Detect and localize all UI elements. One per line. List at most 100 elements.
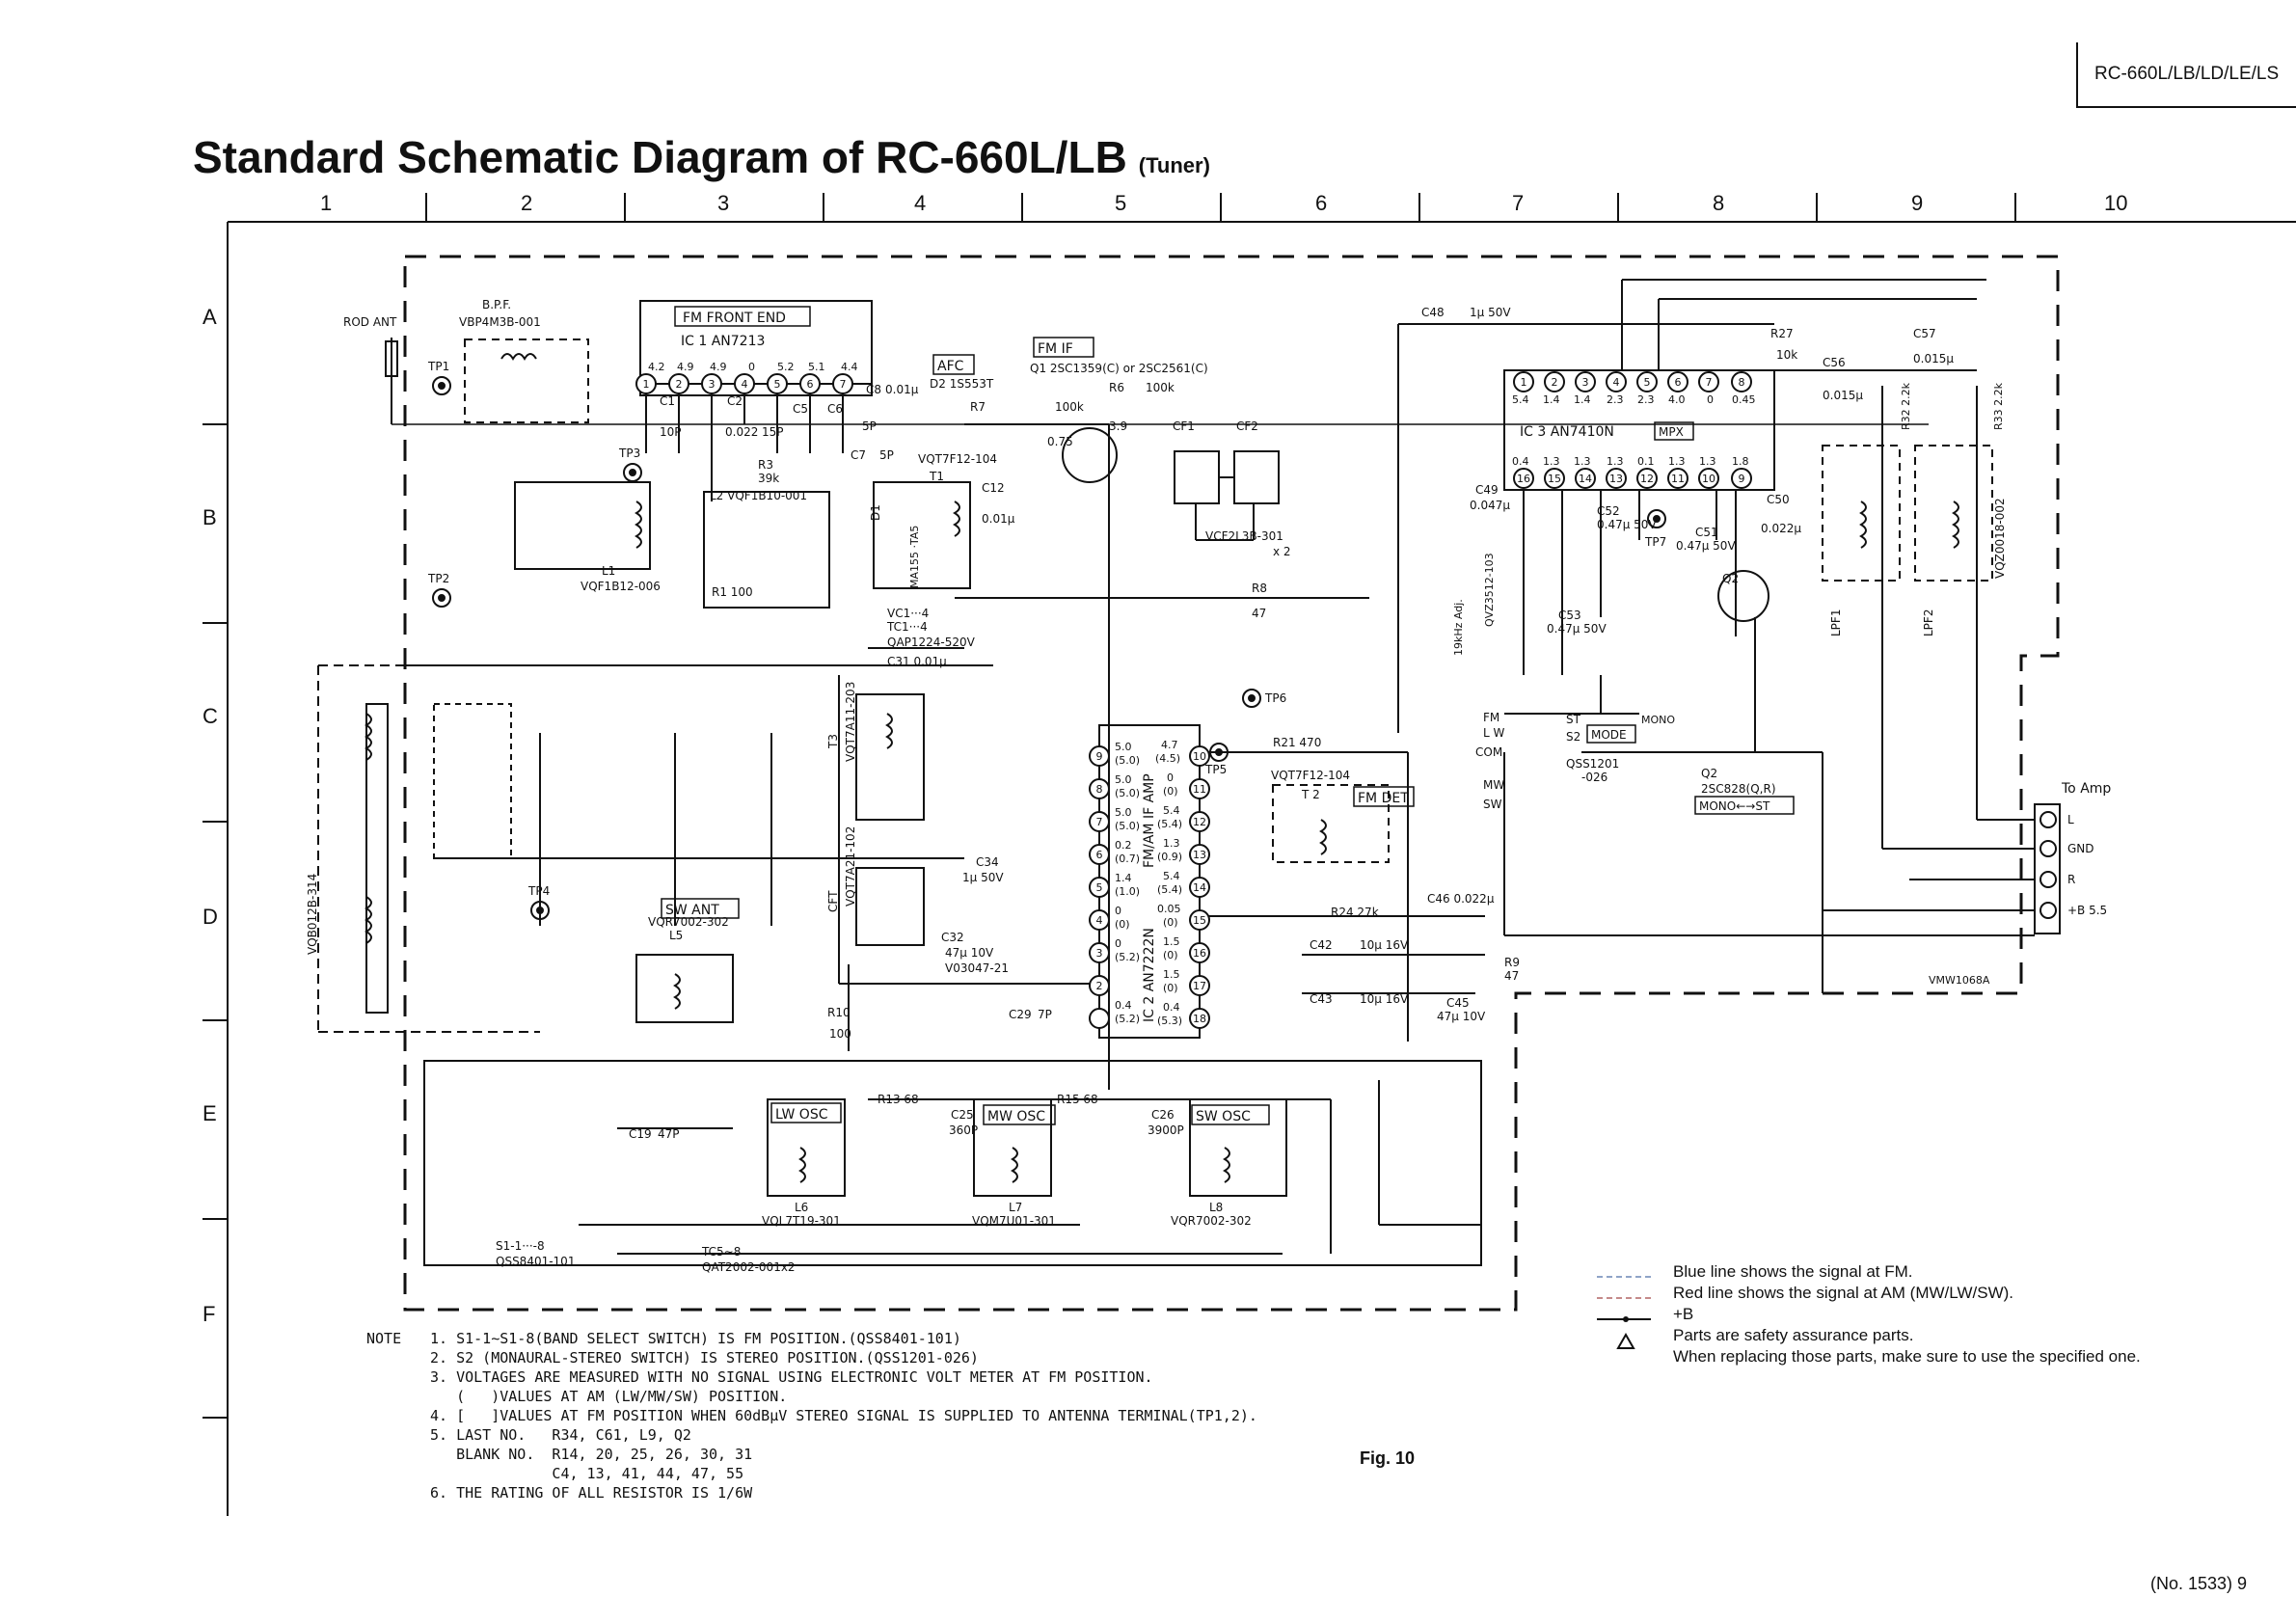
vmw-label: VMW1068A: [1929, 974, 1990, 987]
tc5-part-label: QAT2002-001x2: [702, 1260, 796, 1274]
r6-label: R6: [1109, 381, 1124, 394]
c7-val-label: 5P: [879, 448, 894, 462]
legend-red: Red line shows the signal at AM (MW/LW/S…: [1673, 1284, 2014, 1302]
shield-boundary: [403, 255, 2060, 1312]
block-labels: FM FRONT END IC 1 AN7213 AFC D2 1S553T F…: [343, 298, 2111, 1125]
ic2-v3b: (5.2): [1115, 951, 1140, 963]
ic2-right-labels: 10 11 12 13 14 15 16 17 18: [1193, 750, 1206, 1025]
c8-val-label: 0.01μ: [885, 383, 919, 396]
grid-col-3: 3: [717, 191, 730, 215]
s2-label: S2: [1566, 730, 1580, 744]
cf2-label: CF2: [1236, 420, 1258, 433]
ic2-left-labels: 9 8 7 6 5 4 3 2: [1096, 750, 1103, 992]
ic2-pin-9: 9: [1096, 750, 1103, 763]
c34-label: C34: [976, 855, 999, 869]
r27-val-label: 10k: [1776, 348, 1797, 362]
c52-label: C52: [1597, 504, 1620, 518]
grid-col-8: 8: [1713, 191, 1725, 215]
ic2-v13b: (0.9): [1157, 851, 1182, 863]
mw-osc-label: MW OSC: [987, 1109, 1045, 1124]
bpf-part-label: VBP4M3B-001: [459, 315, 541, 329]
legend-safety: Parts are safety assurance parts.: [1673, 1326, 1914, 1344]
svg-text:3: 3: [709, 378, 716, 391]
t1-label: T1: [929, 470, 944, 483]
l7-part-label: VQM7U01-301: [972, 1214, 1056, 1228]
header-model: RC-660L/LB/LD/LE/LS: [2094, 64, 2280, 84]
ic3-top-v8: 0.45: [1732, 393, 1756, 406]
fm-front-end-label: FM FRONT END: [683, 311, 786, 326]
ic3-bot-v2: 1.3: [1543, 455, 1560, 468]
switch-lw-label: L W: [1483, 726, 1505, 740]
l5-label: L5: [669, 929, 683, 942]
r27-label: R27: [1770, 327, 1794, 340]
ic2-pins: [1089, 745, 1210, 1029]
ic2-pin-13: 13: [1193, 849, 1206, 861]
ic1-voltages: 4.2 4.9 4.9 0 5.2 5.1 4.4: [648, 361, 858, 373]
ic2-v8b: (5.0): [1115, 787, 1140, 799]
r1-label: R1 100: [712, 585, 753, 599]
ic2-pin-7: 7: [1096, 816, 1103, 828]
c53-label: C53: [1558, 609, 1581, 622]
t2-label: T 2: [1301, 788, 1320, 801]
c8-label: C8: [866, 383, 881, 396]
c50-label: C50: [1767, 493, 1790, 506]
c50-val-label: 0.022μ: [1761, 522, 1801, 535]
r7-label: R7: [970, 400, 986, 414]
svg-text:4: 4: [742, 378, 748, 391]
fm-det-label: FM DET: [1358, 791, 1409, 806]
ic2-pin-11: 11: [1193, 783, 1206, 796]
ic3-bot-v5: 0.1: [1637, 455, 1655, 468]
grid-col-6: 6: [1315, 191, 1328, 215]
svg-text:4: 4: [1613, 376, 1620, 389]
lw-osc-label: LW OSC: [775, 1107, 828, 1123]
grid-frame: [203, 193, 2296, 1516]
r21-label: R21 470: [1273, 736, 1321, 749]
cft-part-label: VQT7A21-102: [844, 826, 857, 907]
l5-part-label: VQR7002-302: [648, 915, 729, 929]
ic2-v8: 5.0: [1115, 773, 1132, 786]
r15-label: R15 68: [1057, 1093, 1098, 1106]
grid-col-7: 7: [1512, 191, 1525, 215]
svg-text:15: 15: [1548, 473, 1561, 485]
c46-label: C46 0.022μ: [1427, 892, 1495, 906]
grid-col-4: 4: [914, 191, 927, 215]
ic3-bot-v7: 1.3: [1699, 455, 1716, 468]
ic3-bot-v8: 1.8: [1732, 455, 1749, 468]
c19-val-label: 47P: [658, 1127, 680, 1141]
l1-part-label: VQF1B12-006: [581, 580, 661, 593]
ic2-v11: 0: [1167, 771, 1174, 784]
title-sub: (Tuner): [1138, 153, 1210, 177]
ic3-top-v1: 5.4: [1512, 393, 1529, 406]
switch-com-label: COM: [1475, 745, 1502, 759]
c6-val-label: 5P: [862, 420, 877, 433]
svg-text:11: 11: [1671, 473, 1685, 485]
c45-label: C45: [1446, 996, 1470, 1010]
c43-val-label: 10μ 16V: [1360, 992, 1409, 1006]
c53-val-label: 0.47μ 50V: [1547, 622, 1607, 636]
c51-val-label: 0.47μ 50V: [1676, 539, 1736, 553]
ic3-bot-v1: 0.4: [1512, 455, 1529, 468]
ic2-pin-8: 8: [1096, 783, 1103, 796]
ic2-v14: 5.4: [1163, 870, 1180, 882]
c45-val-label: 47μ 10V: [1437, 1010, 1486, 1023]
ic2-pin-2: 2: [1096, 980, 1103, 992]
c56-val-label: 0.015μ: [1823, 389, 1863, 402]
adj-label: 19kHz Adj.: [1452, 599, 1465, 656]
ic3-bot-v6: 1.3: [1668, 455, 1686, 468]
r24-label: R24 27k: [1331, 906, 1379, 919]
ic2-v14b: (5.4): [1157, 883, 1182, 896]
q1-v2-label: 3.9: [1109, 420, 1127, 433]
ic2-pin-3: 3: [1096, 947, 1103, 960]
ic3-top-v4: 2.3: [1607, 393, 1624, 406]
r6-val-label: 100k: [1146, 381, 1175, 394]
note-line: 2. S2 (MONAURAL-STEREO SWITCH) IS STEREO…: [430, 1349, 979, 1367]
d1-label: D1: [869, 504, 882, 521]
svg-text:5: 5: [1644, 376, 1651, 389]
ic2-pin-12: 12: [1193, 816, 1206, 828]
ic1-v2: 4.9: [677, 361, 694, 373]
c29-val-label: 7P: [1038, 1008, 1052, 1021]
c51-label: C51: [1695, 526, 1718, 539]
